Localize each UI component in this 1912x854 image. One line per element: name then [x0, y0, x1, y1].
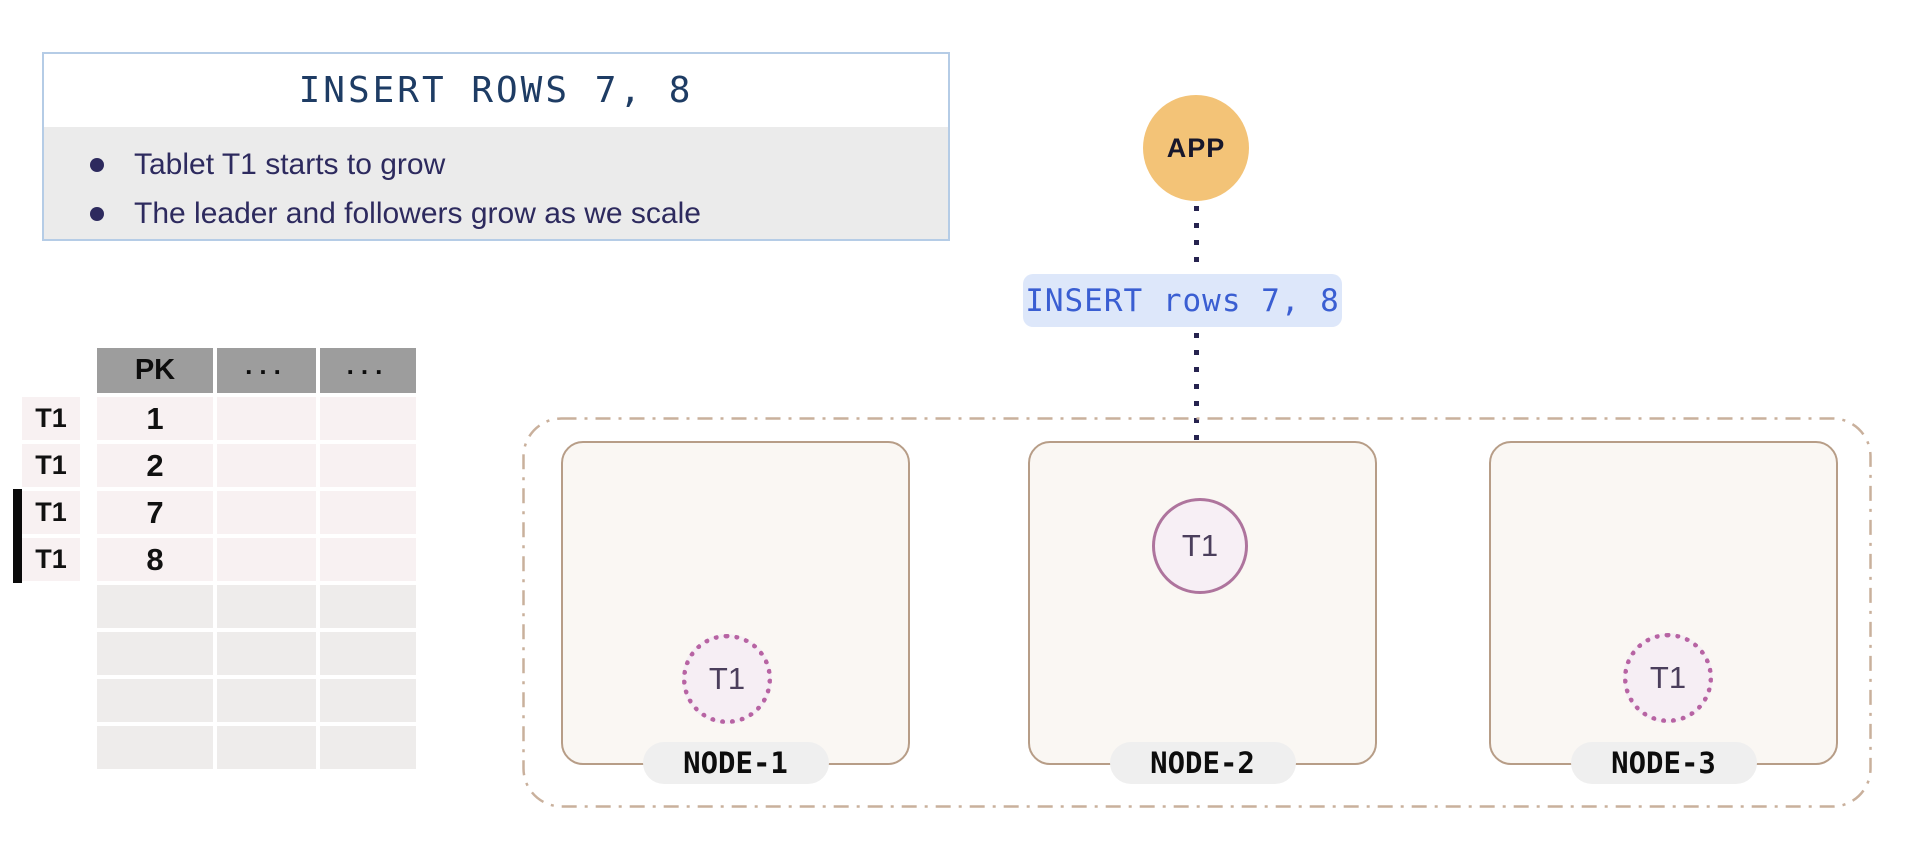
empty-cell: [217, 538, 316, 581]
empty-cell: [217, 444, 316, 487]
header-cell-ellipsis: ...: [320, 348, 416, 393]
empty-cell: [320, 491, 416, 534]
node-label-pill: NODE-2: [1109, 742, 1296, 784]
pk-cell: 8: [97, 538, 213, 581]
tablet-label: T1: [22, 397, 80, 440]
node-label-pill: NODE-1: [642, 742, 829, 784]
table-row-empty: [97, 585, 416, 628]
app-circle: APP: [1143, 95, 1249, 201]
empty-cell: [217, 397, 316, 440]
cluster-boundary: [522, 417, 1872, 808]
pk-cell: 1: [97, 397, 213, 440]
tablet-label-column: T1 T1 T1 T1: [13, 397, 80, 585]
bullet-text: Tablet T1 starts to grow: [134, 148, 446, 182]
empty-cell: [320, 397, 416, 440]
table-row: 2: [97, 444, 416, 487]
info-box-title: INSERT ROWS 7, 8: [298, 70, 694, 111]
empty-cell: [320, 538, 416, 581]
pk-cell: 7: [97, 491, 213, 534]
tablet-label: T1: [22, 444, 80, 487]
request-arrow-line-upper: [1194, 206, 1199, 270]
table-row: 8: [97, 538, 416, 581]
tablet-circle-leader: T1: [1152, 498, 1248, 594]
pk-cell: 2: [97, 444, 213, 487]
table-row-empty: [97, 726, 416, 769]
node-card-2: NODE-2: [1028, 441, 1377, 784]
table-row: 7: [97, 491, 416, 534]
empty-cell: [320, 444, 416, 487]
pk-table: PK ... ... 1 2 7 8: [97, 348, 416, 773]
tablet-circle-follower: T1: [1623, 633, 1713, 723]
bullet-dot-icon: [90, 206, 104, 221]
node-label-pill: NODE-3: [1570, 742, 1757, 784]
header-cell-ellipsis: ...: [217, 348, 316, 393]
header-cell-pk: PK: [97, 348, 213, 393]
table-row: 1: [97, 397, 416, 440]
info-box: INSERT ROWS 7, 8 Tablet T1 starts to gro…: [42, 52, 950, 241]
info-box-bullet-list: Tablet T1 starts to grow The leader and …: [44, 127, 948, 239]
table-row-empty: [97, 632, 416, 675]
app-label: APP: [1166, 132, 1226, 163]
empty-cell: [217, 491, 316, 534]
tablet-label-new: T1: [13, 536, 80, 583]
request-badge: INSERT rows 7, 8: [1023, 274, 1342, 327]
table-row-empty: [97, 679, 416, 722]
bullet-text: The leader and followers grow as we scal…: [134, 196, 701, 230]
tablet-circle-follower: T1: [682, 634, 772, 724]
bullet-item: The leader and followers grow as we scal…: [90, 191, 948, 237]
bullet-item: Tablet T1 starts to grow: [90, 142, 948, 188]
table-header-row: PK ... ...: [97, 348, 416, 393]
request-arrow-line-lower: [1194, 333, 1199, 469]
bullet-dot-icon: [90, 158, 104, 173]
tablet-label-new: T1: [13, 489, 80, 536]
